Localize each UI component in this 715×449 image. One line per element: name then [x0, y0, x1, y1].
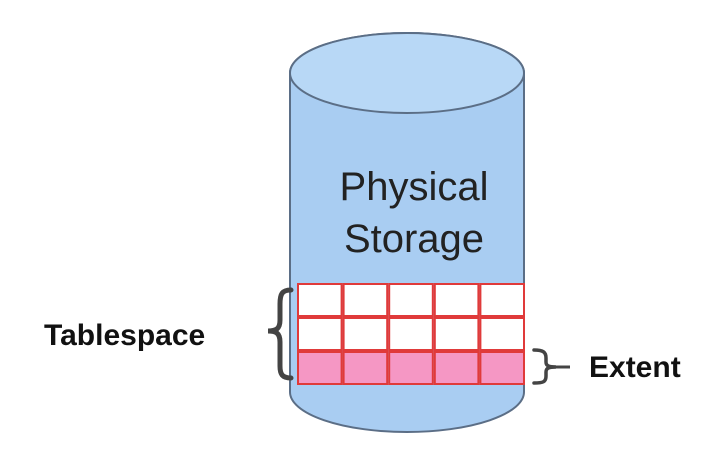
data-block: [433, 317, 480, 351]
tablespace-grid: [297, 283, 525, 385]
data-block: [388, 283, 434, 317]
data-block: [479, 317, 525, 351]
data-block: [342, 283, 389, 317]
extent-block: [479, 351, 525, 385]
extent-block: [433, 351, 480, 385]
storage-label-line2: Storage: [344, 217, 484, 261]
data-block: [433, 283, 480, 317]
extent-block: [342, 351, 389, 385]
tablespace-brace: [267, 287, 294, 381]
data-block: [342, 317, 389, 351]
cylinder-top: [289, 32, 525, 114]
tablespace-label: Tablespace: [44, 319, 205, 352]
extent-label: Extent: [589, 351, 681, 384]
storage-label-line1: Physical: [340, 165, 489, 209]
data-block: [479, 283, 525, 317]
data-block: [297, 283, 343, 317]
extent-block: [388, 351, 434, 385]
extent-brace: [532, 348, 557, 385]
data-block: [388, 317, 434, 351]
extent-block: [297, 351, 343, 385]
data-block: [297, 317, 343, 351]
